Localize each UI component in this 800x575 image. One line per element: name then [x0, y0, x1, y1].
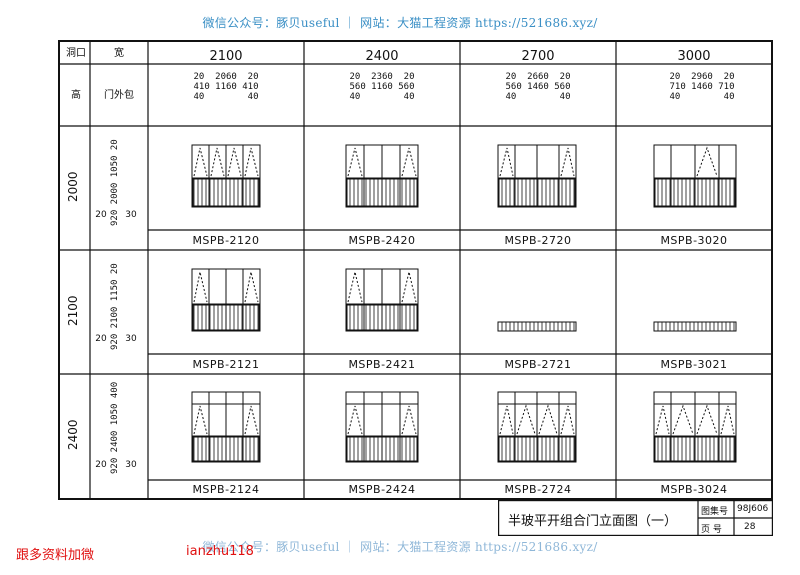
door-elevation-mspb-2121 [191, 268, 261, 332]
door-code: MSPB-2721 [504, 358, 572, 371]
dim-panels: 410 1160 410 [193, 82, 259, 92]
door-code: MSPB-3021 [660, 358, 728, 371]
door-code: MSPB-2120 [192, 234, 260, 247]
dim-frame: 40 40 [193, 92, 259, 102]
column-width-2400: 2400 [365, 49, 399, 64]
door-elevation-mspb-3020 [653, 144, 737, 208]
column-dims-3000: 20 2960 20 710 1460 710 40 40 [640, 72, 764, 102]
dim-overall: 20 2960 20 [669, 72, 735, 82]
header-height: 高 [71, 90, 81, 101]
footer-contact-label: 跟多资料加微 [16, 548, 95, 563]
page-label: 页 号 [701, 525, 722, 535]
dim-overall: 20 2360 20 [349, 72, 415, 82]
door-elevation-mspb-2421 [345, 268, 419, 332]
footer-contact-id: ianzhu118 [186, 544, 254, 559]
dim-panels: 560 1460 560 [505, 82, 571, 92]
door-code: MSPB-2420 [348, 234, 416, 247]
door-code: MSPB-2121 [192, 358, 260, 371]
column-dims-2400: 20 2360 20 560 1160 560 40 40 [320, 72, 444, 102]
row-bottom-dim-a: 20 [95, 460, 107, 470]
header-width: 宽 [114, 48, 124, 59]
dim-frame: 40 40 [669, 92, 735, 102]
column-width-2100: 2100 [209, 49, 243, 64]
door-elevation-mspb-3021 [653, 321, 737, 332]
door-elevation-mspb-2721 [497, 321, 577, 332]
table-grid [60, 42, 771, 498]
header-frame-note: 门外包 [104, 90, 134, 101]
page-value: 28 [744, 522, 756, 532]
dim-panels: 710 1460 710 [669, 82, 735, 92]
title-block: 半玻平开组合门立面图（一） 图集号 98J606 页 号 28 [498, 500, 773, 536]
set-label: 图集号 [701, 507, 729, 517]
door-elevation-mspb-2120 [191, 144, 261, 208]
row-bottom-dim-a: 20 [95, 210, 107, 220]
watermark-top: 微信公众号：豚贝useful ｜ 网站：大猫工程资源 https://52168… [202, 16, 598, 30]
drawing-title: 半玻平开组合门立面图（一） [508, 514, 678, 529]
door-elevation-mspb-2124 [191, 391, 261, 463]
door-code: MSPB-2724 [504, 483, 572, 496]
door-code: MSPB-2720 [504, 234, 572, 247]
dim-frame: 40 40 [349, 92, 415, 102]
header-opening: 洞口 [66, 48, 86, 59]
title-block-lines [498, 500, 773, 536]
door-elevation-mspb-2420 [345, 144, 419, 208]
column-dims-2100: 20 2060 20 410 1160 410 40 40 [164, 72, 288, 102]
row-bottom-dim-b: 30 [125, 334, 137, 344]
door-elevation-mspb-2424 [345, 391, 419, 463]
door-elevation-mspb-2724 [497, 391, 577, 463]
column-width-2700: 2700 [521, 49, 555, 64]
watermark-bottom: 微信公众号：豚贝useful ｜ 网站：大猫工程资源 https://52168… [202, 540, 598, 554]
door-elevation-mspb-3024 [653, 391, 737, 463]
door-code: MSPB-2421 [348, 358, 416, 371]
door-elevations [191, 144, 737, 463]
column-width-3000: 3000 [677, 49, 711, 64]
row-bottom-dim-a: 20 [95, 334, 107, 344]
row-bottom-dim-b: 30 [125, 210, 137, 220]
row-bottom-dim-b: 30 [125, 460, 137, 470]
column-dims-2700: 20 2660 20 560 1460 560 40 40 [476, 72, 600, 102]
door-code: MSPB-2424 [348, 483, 416, 496]
door-code: MSPB-3024 [660, 483, 728, 496]
dim-overall: 20 2660 20 [505, 72, 571, 82]
dim-panels: 560 1160 560 [349, 82, 415, 92]
dim-frame: 40 40 [505, 92, 571, 102]
door-elevation-mspb-2720 [497, 144, 577, 208]
door-code: MSPB-2124 [192, 483, 260, 496]
dim-overall: 20 2060 20 [193, 72, 259, 82]
door-code: MSPB-3020 [660, 234, 728, 247]
set-value: 98J606 [737, 504, 769, 514]
drawing-sheet: 洞口 宽 高 门外包 2100 2400 2700 3000 20 2060 2… [58, 40, 773, 500]
